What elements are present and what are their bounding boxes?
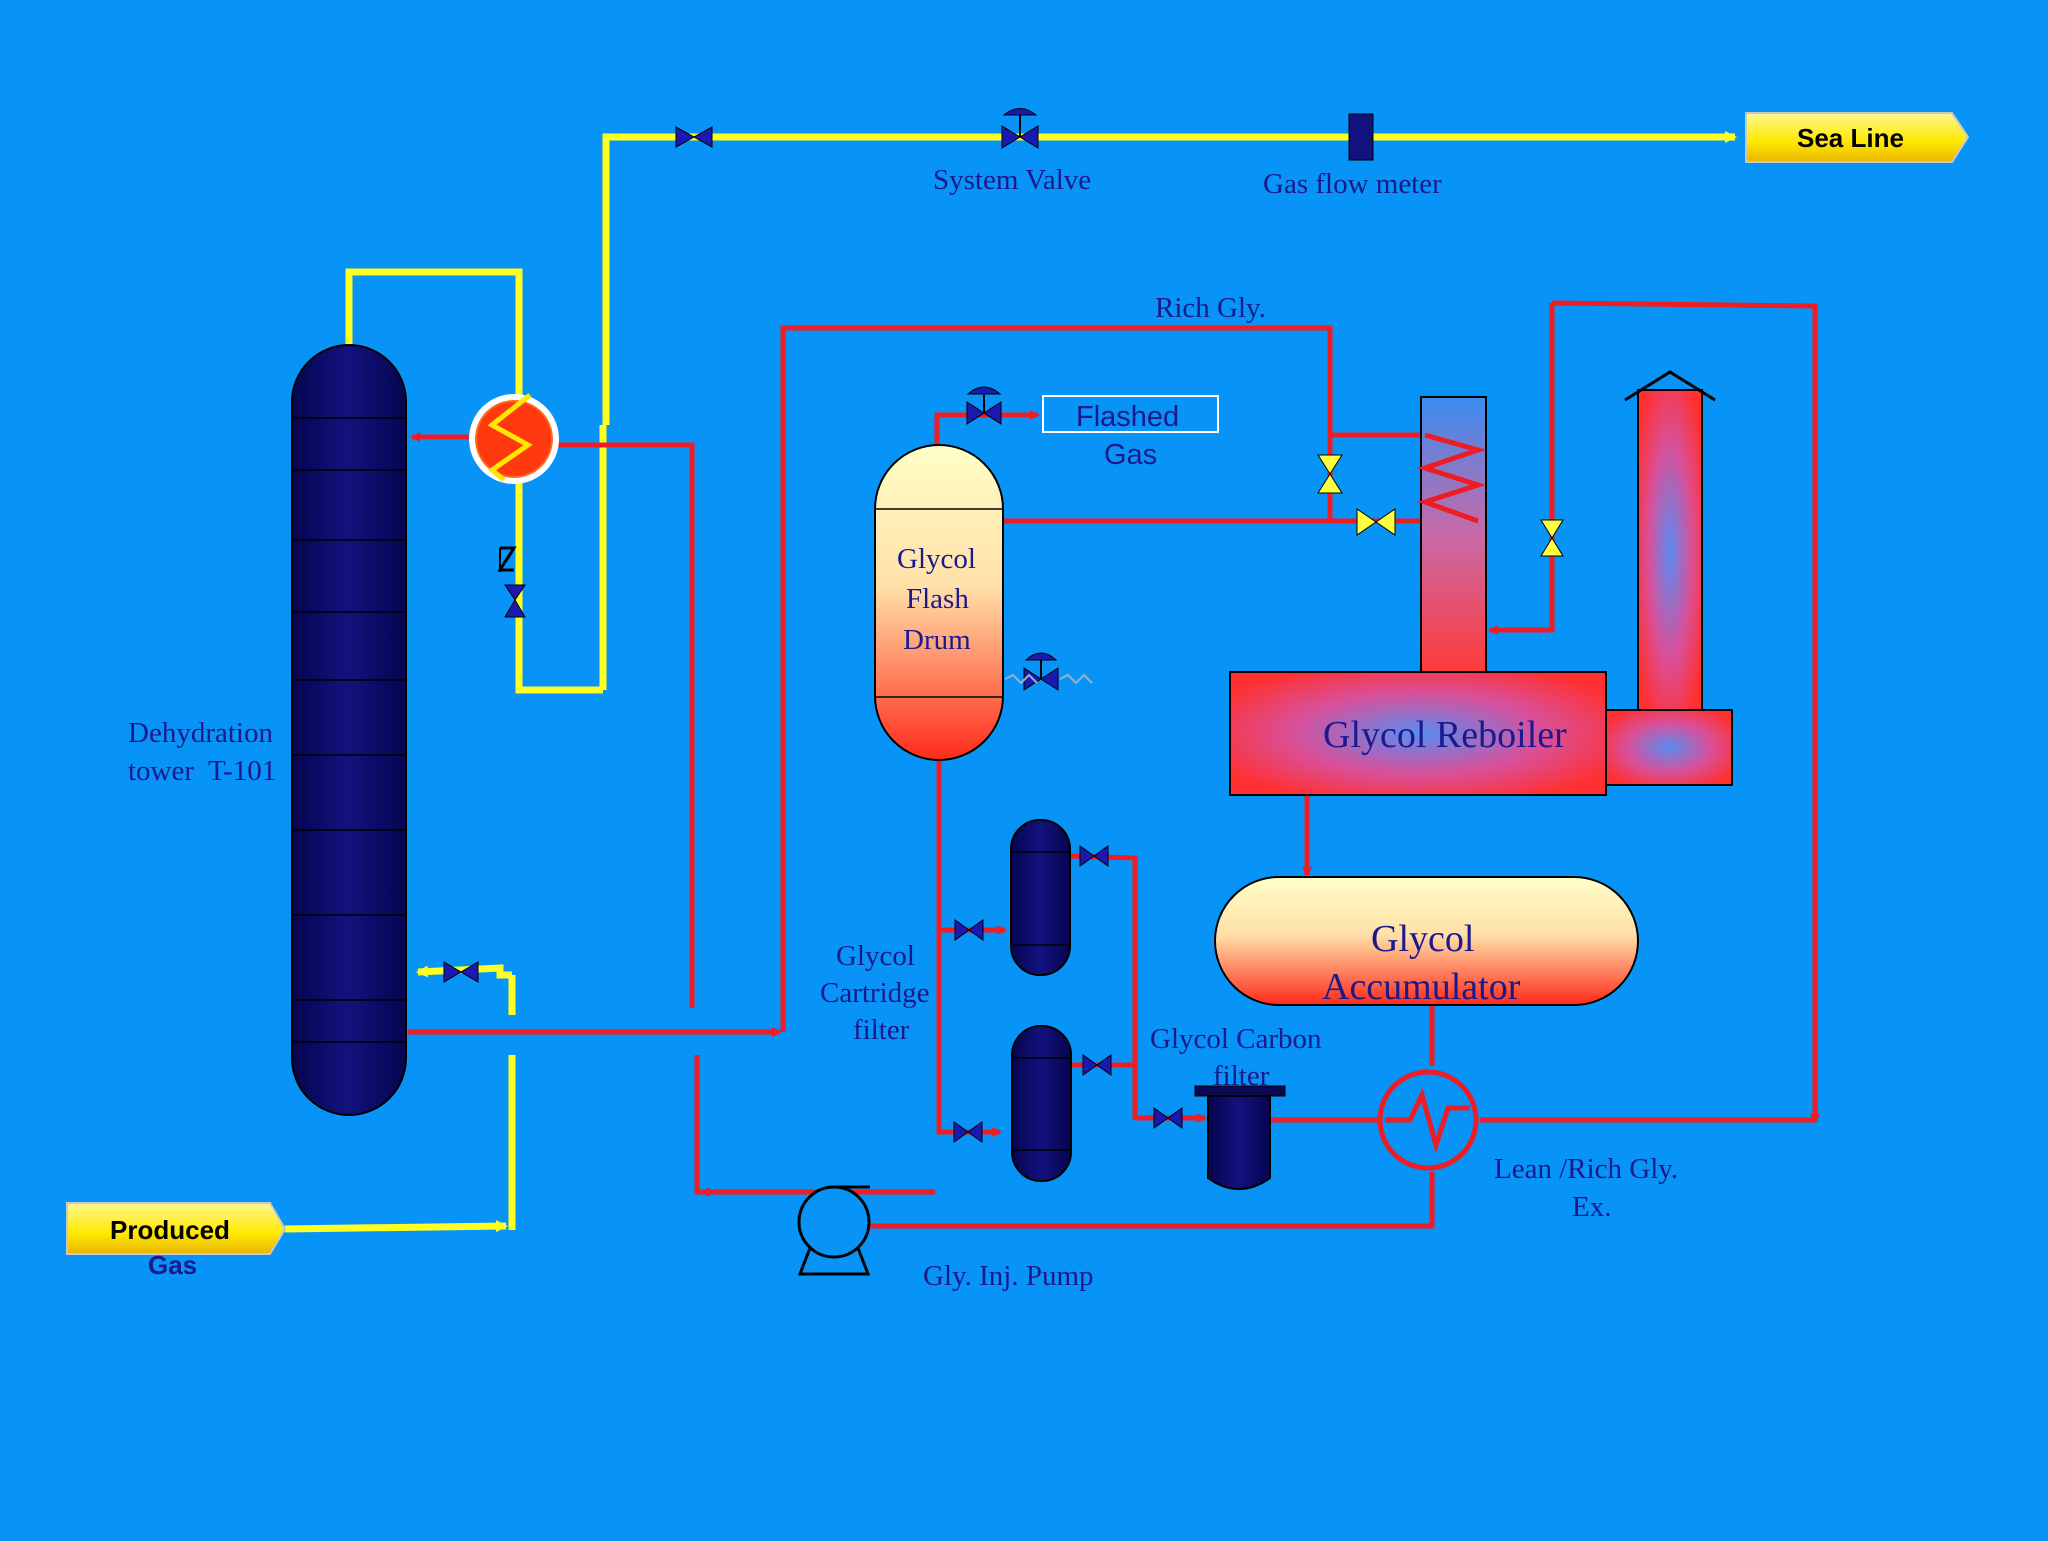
- accumulator-label-line2: Accumulator: [1322, 966, 1521, 1008]
- gas-line-valve-icon[interactable]: [675, 126, 713, 148]
- rich-gly-valve-2-icon[interactable]: [1356, 508, 1396, 536]
- system-valve-label: System Valve: [933, 164, 1091, 196]
- reboiler-label: Glycol Reboiler: [1323, 714, 1567, 756]
- sea-line-tag[interactable]: Sea Line: [1745, 112, 1970, 163]
- reboiler-coil: [1417, 432, 1487, 524]
- exchanger-label-line2: Ex.: [1572, 1191, 1611, 1223]
- flash-drum-label-line3: Drum: [903, 624, 971, 656]
- tower-label-line1: Dehydration: [128, 717, 273, 749]
- flashed-gas-box[interactable]: [1042, 395, 1219, 433]
- glycol-flash-drum[interactable]: [874, 444, 1004, 761]
- flash-drum-label-line2: Flash: [906, 583, 969, 615]
- rich-gly-label: Rich Gly.: [1155, 292, 1266, 324]
- cartridge-label-line3: filter: [853, 1014, 910, 1046]
- flash-drum-label-line1: Glycol: [897, 543, 976, 575]
- carbon-filter-label-line1: Glycol Carbon: [1150, 1023, 1322, 1055]
- gas-flow-meter-icon[interactable]: [1348, 113, 1374, 161]
- gas-lines: [284, 131, 1737, 1233]
- flashed-gas-label-line1: Flashed: [1076, 401, 1179, 433]
- reboiler-still-column[interactable]: [1420, 396, 1487, 673]
- bypass-valve-icon[interactable]: [1540, 519, 1564, 557]
- glycol-reboiler[interactable]: [1229, 671, 1733, 796]
- reboiler-exhaust-stack[interactable]: [1624, 370, 1716, 713]
- accumulator-label-line1: Glycol: [1371, 918, 1474, 960]
- glycol-injection-pump[interactable]: [797, 1185, 871, 1276]
- system-valve-icon[interactable]: [1001, 108, 1039, 149]
- cartridge-filter-1[interactable]: [1010, 819, 1071, 976]
- tower-label-line2: tower T-101: [128, 755, 276, 787]
- glycol-carbon-filter[interactable]: [1194, 1085, 1286, 1190]
- flashed-gas-label-line2: Gas: [1104, 439, 1157, 471]
- gas-flow-meter-label: Gas flow meter: [1263, 168, 1442, 200]
- filter-inlet-valve-2-icon[interactable]: [953, 1121, 983, 1143]
- produced-gas-label-line1: Produced: [110, 1215, 230, 1245]
- produced-gas-label-line2: Gas: [148, 1250, 197, 1280]
- filter-outlet-valve-2-icon[interactable]: [1082, 1054, 1112, 1076]
- cartridge-filter-2[interactable]: [1011, 1025, 1072, 1182]
- glycol-accumulator[interactable]: [1214, 876, 1639, 1006]
- cartridge-label-line2: Cartridge: [820, 977, 930, 1009]
- cartridge-label-line1: Glycol: [836, 940, 915, 972]
- rich-gly-valve-1-icon[interactable]: [1317, 454, 1343, 494]
- produced-gas-tag[interactable]: Produced Gas: [66, 1202, 287, 1280]
- level-control-valve-icon[interactable]: [1004, 652, 1093, 691]
- sea-line-label: Sea Line: [1797, 123, 1904, 153]
- carbon-filter-valve-icon[interactable]: [1153, 1107, 1183, 1129]
- exchanger-label-line1: Lean /Rich Gly.: [1494, 1153, 1678, 1185]
- pump-label: Gly. Inj. Pump: [923, 1260, 1094, 1292]
- glycol-lines: [408, 300, 1820, 1229]
- filter-outlet-valve-1-icon[interactable]: [1079, 845, 1109, 867]
- control-valve-icon[interactable]: [497, 546, 526, 618]
- tower-inlet-valve-icon[interactable]: [443, 961, 479, 983]
- carbon-filter-label-line2: filter: [1213, 1060, 1270, 1092]
- flash-gas-valve-icon[interactable]: [966, 386, 1002, 425]
- lean-rich-exchanger[interactable]: [1377, 1069, 1479, 1171]
- filter-inlet-valve-1-icon[interactable]: [954, 919, 984, 941]
- gas-glycol-exchanger[interactable]: [469, 393, 559, 484]
- dehydration-tower[interactable]: [291, 344, 407, 1116]
